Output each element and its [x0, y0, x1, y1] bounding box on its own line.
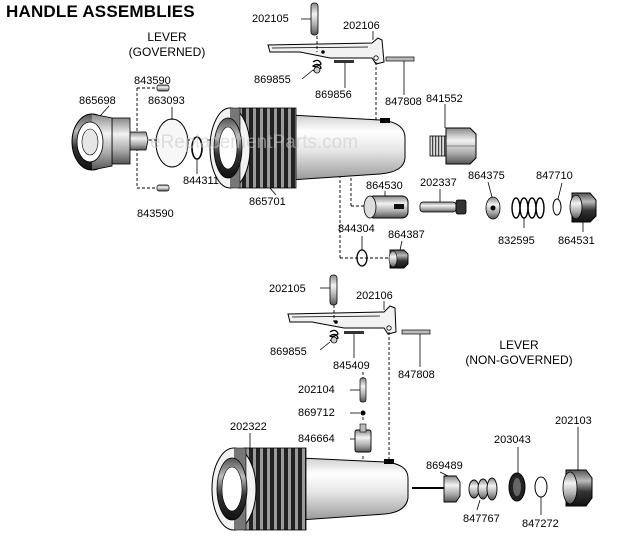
ball-869712	[360, 410, 366, 416]
regulator-864530	[363, 195, 409, 219]
part-label: 202104	[298, 384, 335, 396]
pin-843590-top	[156, 84, 170, 92]
handle-body-865701	[209, 107, 406, 189]
part-label: 844311	[183, 175, 219, 187]
part-label: 865701	[249, 196, 286, 208]
part-label: 844304	[338, 223, 375, 235]
watermark: eReplacementParts.com	[150, 132, 359, 153]
part-label: 847808	[385, 96, 422, 108]
part-label: 202105	[269, 283, 306, 295]
part-label: 869856	[315, 89, 352, 101]
part-label: 202106	[356, 290, 393, 302]
part-label: 865698	[79, 95, 116, 107]
end-cap-865698	[71, 113, 149, 171]
lever-governed-line2: (GOVERNED)	[128, 45, 206, 59]
pin-202104	[359, 377, 367, 403]
washer-847272	[534, 476, 548, 498]
inlet-fitting-841552	[429, 127, 477, 165]
washer-847710	[552, 198, 562, 216]
lever-non-governed-label: LEVER (NON-GOVERNED)	[444, 338, 594, 368]
callout-lines	[99, 18, 584, 515]
part-label: 202322	[230, 421, 267, 433]
cap-202103	[562, 469, 593, 507]
valve-869489	[412, 475, 461, 503]
part-label: 843590	[137, 208, 174, 220]
part-label: 841552	[426, 93, 463, 105]
diagram-title: HANDLE ASSEMBLIES	[6, 2, 195, 21]
lever-non-governed	[287, 305, 397, 335]
part-label: 847808	[398, 369, 435, 381]
pin-869856	[334, 60, 354, 63]
part-label: 847272	[522, 518, 559, 530]
part-label: 869489	[426, 460, 463, 472]
part-label: 202337	[420, 177, 457, 189]
plunger-846664	[354, 423, 372, 453]
part-label: 845409	[333, 360, 370, 372]
spring-869855-lower	[328, 329, 339, 344]
part-label: 202103	[555, 415, 592, 427]
part-label: 847767	[463, 513, 500, 525]
part-label: 843590	[134, 75, 171, 87]
part-label: 864530	[366, 180, 403, 192]
lever-non-governed-line2: (NON-GOVERNED)	[465, 353, 573, 367]
part-label: 203043	[494, 434, 531, 446]
valve-seat-864375	[485, 196, 501, 220]
nut-864387	[388, 249, 409, 269]
pin-843590-bottom	[156, 184, 170, 192]
handle-body-202322	[211, 447, 409, 531]
part-label: 202106	[343, 20, 380, 32]
part-label: 864531	[558, 235, 595, 247]
lever-governed	[267, 37, 385, 65]
spring-869855-upper	[311, 59, 322, 74]
part-label: 869712	[298, 407, 335, 419]
o-ring-844311	[191, 136, 203, 160]
pin-202105-upper	[310, 2, 319, 36]
part-label: 847710	[536, 170, 573, 182]
pin-202105-lower	[329, 274, 338, 306]
part-label: 864375	[468, 170, 505, 182]
lever-governed-label: LEVER (GOVERNED)	[112, 30, 222, 60]
cap-864531	[569, 192, 597, 223]
pin-845409	[344, 331, 364, 334]
o-ring-203043-inner	[513, 478, 521, 496]
part-label: 869855	[254, 74, 291, 86]
lever-governed-line1: LEVER	[147, 30, 187, 44]
pin-847808-lower	[401, 329, 431, 335]
part-label: 832595	[498, 235, 535, 247]
pin-847808-upper	[385, 56, 415, 62]
lever-non-governed-line1: LEVER	[499, 338, 539, 352]
part-label: 202105	[252, 13, 289, 25]
part-label: 869855	[270, 346, 307, 358]
valve-stem-202337	[419, 199, 467, 215]
spring-847767	[468, 477, 498, 501]
part-label: 863093	[148, 95, 185, 107]
spring-832595	[511, 197, 545, 219]
part-label: 846664	[298, 433, 335, 445]
part-label: 864387	[388, 229, 425, 241]
